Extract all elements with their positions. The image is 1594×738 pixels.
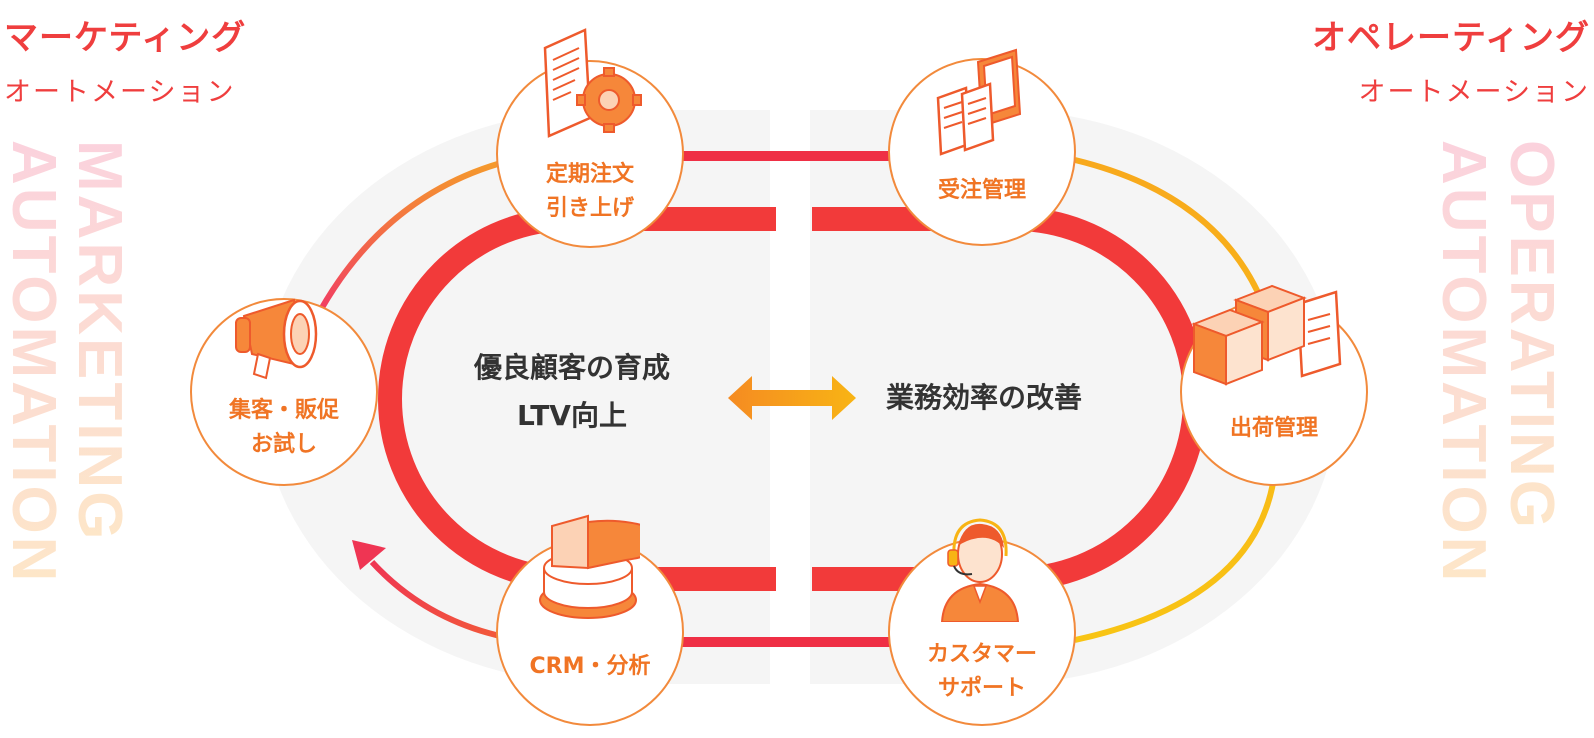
node-support-label: カスタマー サポート — [890, 638, 1074, 706]
node-support-line-1: カスタマー — [926, 642, 1037, 667]
left-vertical-text-2: MARKETING — [65, 140, 134, 543]
node-shukyaku-label: 集客・販促 お試し — [192, 394, 376, 462]
right-vertical-text-1: AUTOMATION — [1429, 140, 1498, 585]
node-juchu-label: 受注管理 — [890, 174, 1074, 208]
cycle-arrowhead — [352, 540, 386, 570]
right-vertical-text-2: OPERATING — [1497, 140, 1566, 531]
center-left-line-1: 優良顧客の育成 — [473, 351, 670, 384]
operator-headset-icon — [940, 518, 1020, 622]
center-left-text: 優良顧客の育成 LTV向上 — [460, 344, 684, 440]
shipping-boxes-icon — [1191, 284, 1342, 386]
outer-arc-left-top — [307, 155, 521, 332]
background-right-half — [810, 110, 1339, 684]
megaphone-icon — [235, 298, 318, 380]
node-teiki-label: 定期注文 引き上げ — [498, 158, 682, 226]
right-subtitle: オートメーション — [1358, 77, 1590, 108]
left-title: マーケティング — [4, 18, 247, 58]
node-shukka-line-1: 出荷管理 — [1229, 416, 1318, 441]
pie-chart-icon — [539, 514, 640, 619]
node-shukyaku-line-1: 集客・販促 — [228, 398, 339, 423]
left-subtitle: オートメーション — [4, 77, 236, 108]
node-shukyaku-line-2: お試し — [250, 432, 317, 457]
center-right-text: 業務効率の改善 — [886, 381, 1083, 414]
node-support-line-2: サポート — [937, 676, 1026, 701]
inner-track-left — [378, 207, 776, 591]
node-crm-line-1: CRM・分析 — [529, 654, 651, 679]
node-juchu-line-1: 受注管理 — [937, 178, 1026, 203]
node-teiki-line-1: 定期注文 — [545, 162, 634, 187]
document-gear-icon — [543, 28, 642, 138]
node-support[interactable]: カスタマー サポート — [888, 538, 1076, 726]
node-teiki-line-2: 引き上げ — [545, 196, 634, 221]
background-left-half — [261, 110, 770, 684]
left-vertical-text-1: AUTOMATION — [0, 140, 68, 585]
node-shukka-label: 出荷管理 — [1182, 412, 1366, 446]
double-arrow-icon — [728, 376, 856, 420]
order-documents-icon — [936, 48, 1022, 156]
right-title: オペレーティング — [1312, 18, 1590, 58]
center-left-line-2: LTV向上 — [517, 399, 627, 432]
node-crm-label: CRM・分析 — [498, 650, 682, 684]
